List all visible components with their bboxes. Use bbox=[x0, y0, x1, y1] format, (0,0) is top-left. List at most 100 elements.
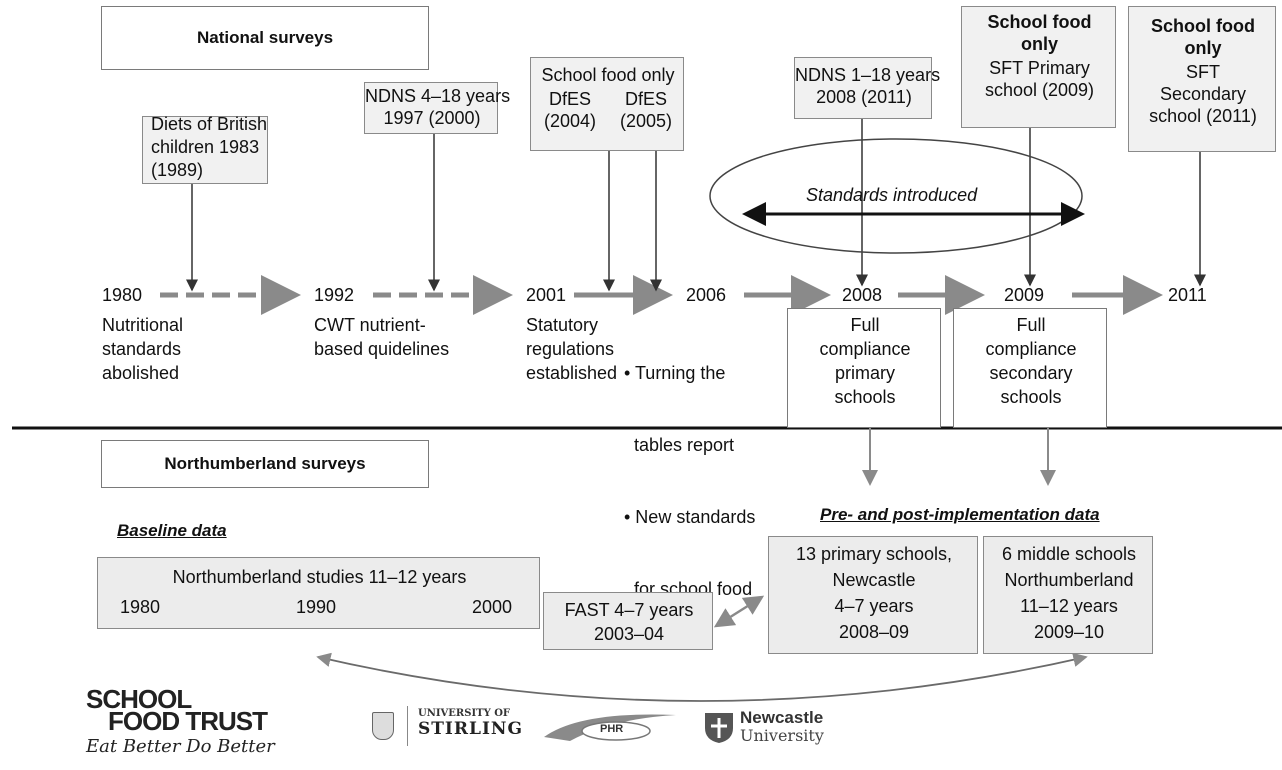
arrow-baseline-middle-curve bbox=[316, 652, 1088, 702]
text-line: based quidelines bbox=[314, 339, 450, 359]
text-line: regulations bbox=[526, 339, 615, 359]
sft-logo-tagline: Eat Better Do Better bbox=[86, 736, 275, 757]
text-line: School food bbox=[987, 12, 1092, 32]
text-line: Statutory bbox=[526, 315, 599, 335]
text-line: (2004) bbox=[543, 111, 597, 131]
text-line: • Turning the bbox=[624, 363, 726, 383]
survey-box-dfes: School food only DfES (2004) DfES (2005) bbox=[530, 57, 684, 151]
survey-box-diets-1983: Diets of British children 1983 (1989) bbox=[142, 114, 268, 184]
text-line: NDNS 4–18 years bbox=[365, 86, 511, 106]
compliance-2008-text: Full compliance primary schools bbox=[788, 313, 942, 409]
text-line: DfES bbox=[548, 89, 591, 109]
survey-box-sft-primary: School food only SFT Primary school (200… bbox=[961, 6, 1116, 128]
studies-title: Northumberland studies 11–12 years bbox=[172, 567, 467, 587]
newcastle-line1: Newcastle bbox=[740, 708, 824, 727]
text-line: FAST 4–7 years bbox=[564, 600, 694, 620]
year-1980: 1980 bbox=[102, 285, 143, 305]
survey-text: NDNS 4–18 years 1997 (2000) bbox=[365, 85, 511, 129]
sft-logo-line1: SCHOOL bbox=[86, 684, 192, 714]
fast-box: FAST 4–7 years 2003–04 bbox=[543, 592, 713, 650]
national-surveys-title: National surveys bbox=[196, 28, 334, 47]
year-2006: 2006 bbox=[686, 285, 727, 305]
text-line: • New standards bbox=[624, 507, 756, 527]
university-of-stirling-logo: UNIVERSITY OF STIRLING bbox=[418, 708, 523, 739]
text-line: tables report bbox=[624, 435, 735, 455]
sft-logo-line2: FOOD TRUST bbox=[108, 706, 268, 736]
national-surveys-header: National surveys bbox=[101, 6, 429, 70]
phr-text: PHR bbox=[600, 723, 624, 735]
studies-year-1980: 1980 bbox=[120, 597, 161, 617]
dfes-2004: DfES (2004) bbox=[535, 88, 605, 132]
text-line: compliance bbox=[819, 339, 911, 359]
event-1980: Nutritional standards abolished bbox=[102, 313, 183, 385]
studies-year-1990: 1990 bbox=[296, 597, 337, 617]
arrow-fast-primary bbox=[713, 595, 765, 628]
text-line: Full bbox=[1016, 315, 1046, 335]
text-line: primary bbox=[834, 363, 895, 383]
northumberland-surveys-header: Northumberland surveys bbox=[101, 440, 429, 488]
stirling-line1: UNIVERSITY OF bbox=[418, 708, 511, 719]
text-line: SFT Primary bbox=[989, 58, 1090, 78]
newcastle-crest-icon bbox=[702, 710, 736, 744]
text-line: School food bbox=[1151, 16, 1255, 36]
text-line: only bbox=[1184, 38, 1222, 58]
stirling-divider bbox=[407, 706, 408, 746]
survey-box-ndns-1-18: NDNS 1–18 years 2008 (2011) bbox=[794, 57, 940, 119]
text-line: schools bbox=[834, 387, 896, 407]
baseline-data-label: Baseline data bbox=[117, 521, 227, 540]
phr-swoosh-icon bbox=[544, 714, 676, 741]
standards-introduced-label: Standards introduced bbox=[806, 185, 978, 205]
prepost-data-label: Pre- and post-implementation data bbox=[820, 505, 1100, 524]
compliance-2009-text: Full compliance secondary schools bbox=[954, 313, 1108, 409]
survey-box-ndns-4-18: NDNS 4–18 years 1997 (2000) bbox=[364, 82, 511, 134]
text-line: school (2011) bbox=[1149, 106, 1257, 126]
text-line: 2003–04 bbox=[593, 624, 665, 644]
middle-schools-box: 6 middle schools Northumberland 11–12 ye… bbox=[983, 536, 1153, 654]
text-line: Diets of British bbox=[151, 114, 268, 134]
year-2009: 2009 bbox=[1004, 285, 1045, 305]
text-line: 4–7 years bbox=[834, 596, 914, 616]
year-2001: 2001 bbox=[526, 285, 567, 305]
text-line: 2009–10 bbox=[1033, 622, 1105, 642]
primary-schools-text: 13 primary schools, Newcastle 4–7 years … bbox=[769, 541, 979, 645]
studies-year-2000: 2000 bbox=[472, 597, 513, 617]
sft-primary-label: School food only bbox=[962, 11, 1117, 55]
text-line: Northumberland bbox=[1004, 570, 1134, 590]
text-line: SFT bbox=[1186, 62, 1220, 82]
survey-text: NDNS 1–18 years 2008 (2011) bbox=[795, 64, 940, 108]
year-2011: 2011 bbox=[1168, 285, 1207, 305]
newcastle-university-logo: Newcastle University bbox=[740, 709, 824, 745]
compliance-box-2008: Full compliance primary schools bbox=[787, 308, 941, 428]
middle-schools-text: 6 middle schools Northumberland 11–12 ye… bbox=[984, 541, 1154, 645]
primary-schools-box: 13 primary schools, Newcastle 4–7 years … bbox=[768, 536, 978, 654]
text-line: only bbox=[1020, 34, 1058, 54]
text-line: Secondary bbox=[1159, 84, 1247, 104]
stirling-crest-icon bbox=[372, 712, 394, 740]
stirling-line2: STIRLING bbox=[418, 719, 523, 739]
phr-logo: PHR bbox=[540, 709, 680, 743]
newcastle-line2: University bbox=[740, 726, 824, 745]
northumberland-studies-box: Northumberland studies 11–12 years 1980 … bbox=[97, 557, 540, 629]
text-line: 13 primary schools, bbox=[795, 544, 953, 564]
sft-primary-text: SFT Primary school (2009) bbox=[962, 57, 1117, 101]
text-line: established bbox=[526, 363, 618, 383]
text-line: DfES bbox=[624, 89, 667, 109]
event-2006: • Turning the tables report • New standa… bbox=[624, 313, 755, 625]
dfes-2005: DfES (2005) bbox=[611, 88, 681, 132]
text-line: (1989) bbox=[151, 160, 204, 180]
northumberland-surveys-title: Northumberland surveys bbox=[164, 454, 366, 473]
sft-secondary-text: SFT Secondary school (2011) bbox=[1129, 61, 1277, 127]
survey-box-sft-secondary: School food only SFT Secondary school (2… bbox=[1128, 6, 1276, 152]
school-food-trust-logo: SCHOOL FOOD TRUST Eat Better Do Better bbox=[86, 684, 296, 770]
text-line: 6 middle schools bbox=[1001, 544, 1137, 564]
text-line: schools bbox=[1000, 387, 1062, 407]
text-line: Full bbox=[850, 315, 880, 335]
text-line: secondary bbox=[989, 363, 1073, 383]
fast-text: FAST 4–7 years 2003–04 bbox=[544, 598, 714, 646]
sft-secondary-label: School food only bbox=[1129, 15, 1277, 59]
standards-ellipse bbox=[709, 138, 1083, 254]
compliance-box-2009: Full compliance secondary schools bbox=[953, 308, 1107, 428]
text-line: 2008 (2011) bbox=[816, 87, 912, 107]
text-line: 2008–09 bbox=[838, 622, 910, 642]
